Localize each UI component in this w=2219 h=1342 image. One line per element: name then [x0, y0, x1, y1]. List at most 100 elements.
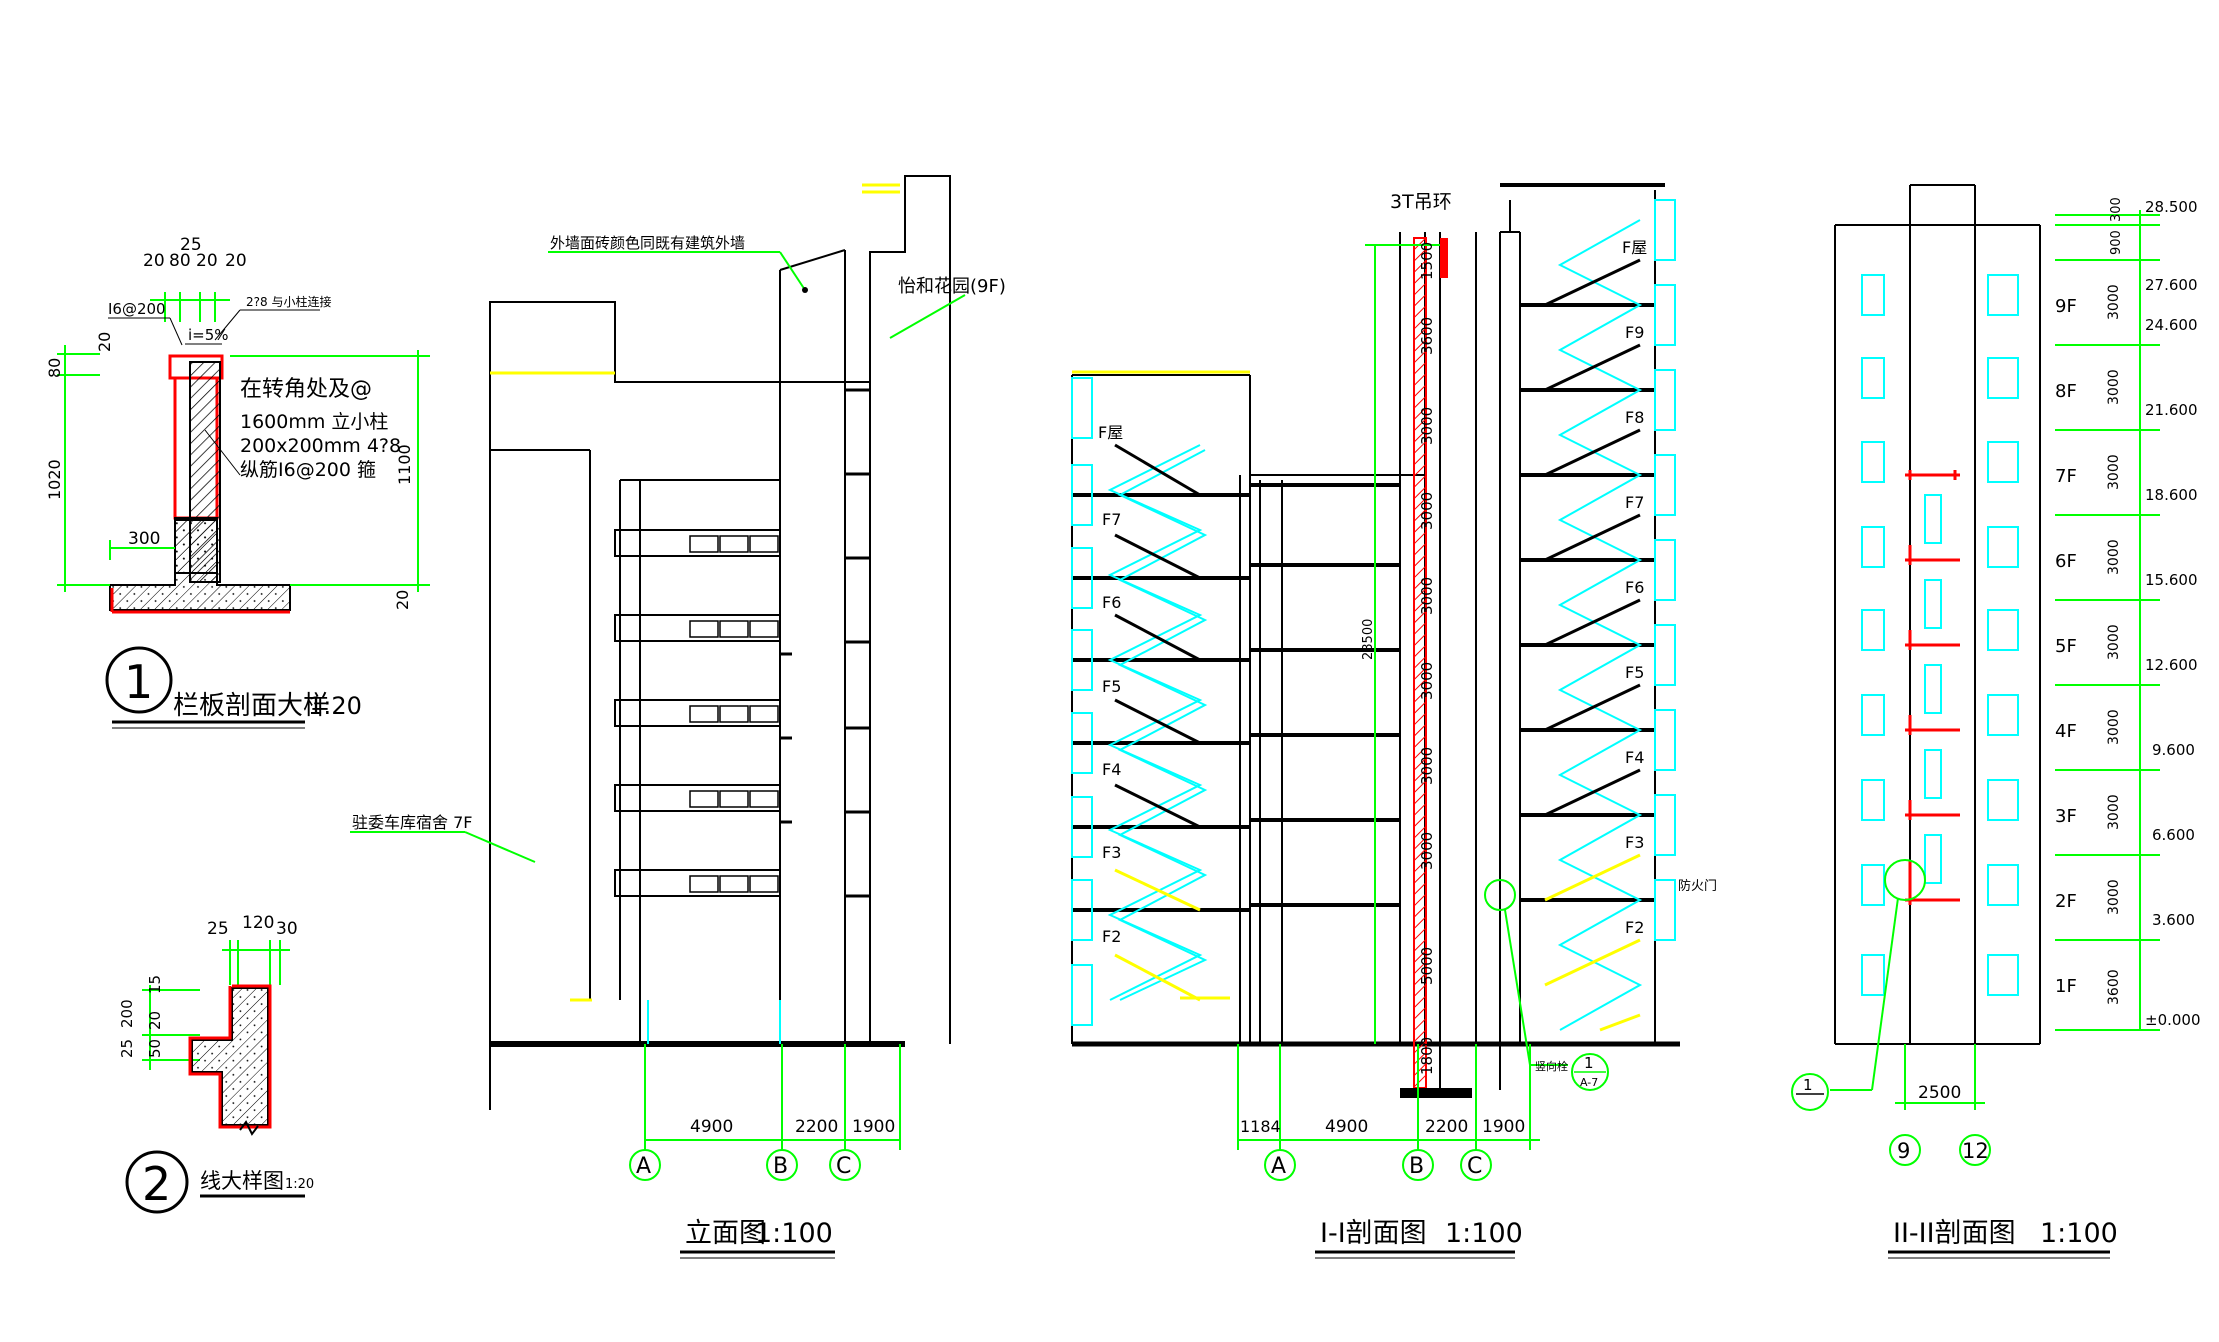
d2-dim-120: 120 — [242, 913, 274, 933]
shaft-total-dim: 28500 — [1361, 619, 1376, 660]
detail2-number: 2 — [142, 1157, 171, 1211]
floor-left-f2: F2 — [1102, 927, 1121, 946]
shaft-dim-3000c: 3000 — [1418, 577, 1436, 615]
parapet-section — [109, 354, 291, 614]
crane-label: 3T吊环 — [1390, 191, 1452, 213]
s2-floor-4f: 4F — [2055, 721, 2077, 742]
s2-el-12600: 12.600 — [2145, 656, 2198, 674]
floor-right-roof: F屋 — [1622, 238, 1647, 257]
s1-axis-b: B — [1409, 1154, 1424, 1179]
detail-1: 20 80 20 20 25 I6@200 2?8 与小柱连接 i=5% — [45, 235, 430, 729]
floor-left-f3: F3 — [1102, 843, 1121, 862]
slope-label: i=5% — [188, 326, 229, 344]
d2-dim-15: 15 — [146, 975, 164, 994]
stair-left — [1107, 444, 1208, 1001]
s2-el-3600: 3.600 — [2152, 911, 2195, 929]
floor-right-f6: F6 — [1625, 578, 1644, 597]
s2-dim-2500: 2500 — [1918, 1083, 1961, 1103]
s2-floor-7f: 7F — [2055, 466, 2077, 487]
d2-dim-200: 200 — [118, 999, 136, 1028]
floor-left-f5: F5 — [1102, 677, 1121, 696]
floor-right-f2: F2 — [1625, 918, 1644, 937]
s2-h-1f: 3600 — [2106, 969, 2122, 1005]
s1-axis-a: A — [1271, 1154, 1286, 1179]
s2-h-900: 900 — [2109, 230, 2124, 255]
note-garden: 怡和花园(9F) — [898, 276, 1006, 297]
elev-axis-a: A — [636, 1154, 651, 1179]
s2-h-7f: 3000 — [2106, 454, 2122, 490]
section2-title: II-II剖面图 — [1893, 1218, 2016, 1249]
section2-floor-labels: 9F 8F 7F 6F 5F 4F 3F 2F 1F — [2055, 296, 2077, 997]
elevation-title: 立面图 — [685, 1218, 766, 1249]
elev-dim-4900: 4900 — [690, 1117, 733, 1137]
section2-windows — [1861, 274, 2019, 996]
shaft-dim-3000b: 3000 — [1418, 492, 1436, 530]
s2-el-27600: 27.600 — [2145, 276, 2198, 294]
d2-dim-50: 50 — [146, 1039, 164, 1058]
s2-floor-8f: 8F — [2055, 381, 2077, 402]
note-2d8: 2?8 与小柱连接 — [246, 294, 331, 309]
s2-h-2f: 3000 — [2106, 879, 2122, 915]
elev-dim-2200: 2200 — [795, 1117, 838, 1137]
detail1-title: 栏板剖面大样 — [173, 691, 329, 721]
floor-right-f7: F7 — [1625, 493, 1644, 512]
elevation-floor-bands — [614, 529, 781, 897]
section-1: 3T吊环 1500 3600 3000 3000 3000 3000 3000 … — [1071, 183, 1717, 1259]
s2-el-15600: 15.600 — [2145, 571, 2198, 589]
s2-el-21600: 21.600 — [2145, 401, 2198, 419]
s2-h-4f: 3000 — [2106, 709, 2122, 745]
floor-labels-right: F屋 F9 F8 F7 F6 F5 F4 F3 F2 — [1622, 238, 1647, 937]
floor-labels-left: F屋 F7 F6 F5 F4 F3 F2 — [1098, 423, 1123, 946]
section2-heights: 300 900 3000 3000 3000 3000 3000 3000 30… — [2106, 197, 2124, 1005]
shaft-dim-3000e: 3000 — [1418, 747, 1436, 785]
stair-right — [1557, 219, 1643, 1031]
elevation-scale: 1:100 — [755, 1218, 833, 1249]
section1-title: I-I剖面图 — [1320, 1218, 1427, 1249]
s2-el-0000: ±0.000 — [2145, 1011, 2201, 1029]
shaft-dim-3600: 3600 — [1418, 317, 1436, 355]
shaft-dim-3000f: 3000 — [1418, 832, 1436, 870]
shaft-dim-1500: 1500 — [1418, 242, 1436, 280]
s2-floor-9f: 9F — [2055, 296, 2077, 317]
dim-1020: 1020 — [45, 459, 64, 500]
detail1-number: 1 — [124, 655, 153, 709]
elev-axis-c: C — [836, 1154, 851, 1179]
note-wall: 外墙面砖颜色同既有建筑外墙 — [550, 234, 745, 252]
s2-el-6600: 6.600 — [2152, 826, 2195, 844]
dim-80: 80 — [45, 358, 64, 378]
s2-h-8f: 3000 — [2106, 369, 2122, 405]
elev-axis-b: B — [773, 1154, 788, 1179]
dim-top-80: 80 — [169, 251, 191, 271]
shaft-dim-5000: 5000 — [1418, 947, 1436, 985]
s2-h-300: 300 — [2109, 197, 2124, 222]
note-dorm: 驻委车库宿舍 7F — [352, 813, 472, 832]
floor-left-f4: F4 — [1102, 760, 1121, 779]
s2-el-18600: 18.600 — [2145, 486, 2198, 504]
detail1-scale: 1:20 — [308, 692, 362, 720]
note-corner-2: 1600mm 立小柱 — [240, 411, 388, 433]
dim-300: 300 — [128, 529, 160, 549]
dim-1100: 1100 — [395, 444, 414, 485]
floor-right-f4: F4 — [1625, 748, 1644, 767]
s2-floor-5f: 5F — [2055, 636, 2077, 657]
dim-20a: 20 — [95, 332, 114, 352]
ref-label: 竖向栓 — [1535, 1059, 1568, 1073]
s2-floor-3f: 3F — [2055, 806, 2077, 827]
ref-sheet: A-7 — [1580, 1076, 1598, 1089]
s2-el-28500: 28.500 — [2145, 198, 2198, 216]
floor-left-roof: F屋 — [1098, 423, 1123, 442]
s2-h-9f: 3000 — [2106, 284, 2122, 320]
s1-dim-1900: 1900 — [1482, 1117, 1525, 1137]
s2-axis-12: 12 — [1962, 1139, 1989, 1163]
section-2: 1 9F 8F 7F 6F 5F 4F 3F 2F 1F — [1791, 184, 2201, 1259]
s1-dim-4900: 4900 — [1325, 1117, 1368, 1137]
s2-h-3f: 3000 — [2106, 794, 2122, 830]
section2-elevations: 28.500 27.600 24.600 21.600 18.600 15.60… — [2145, 198, 2201, 1029]
dim-top-25: 25 — [180, 235, 202, 255]
ref-num: 1 — [1584, 1054, 1594, 1072]
note-corner-3: 200x200mm 4?8 — [240, 435, 401, 457]
shaft-dim-1800: 1800 — [1418, 1037, 1436, 1075]
section1-slabs-right — [1500, 183, 1665, 902]
d2-dim-30: 30 — [276, 919, 298, 939]
